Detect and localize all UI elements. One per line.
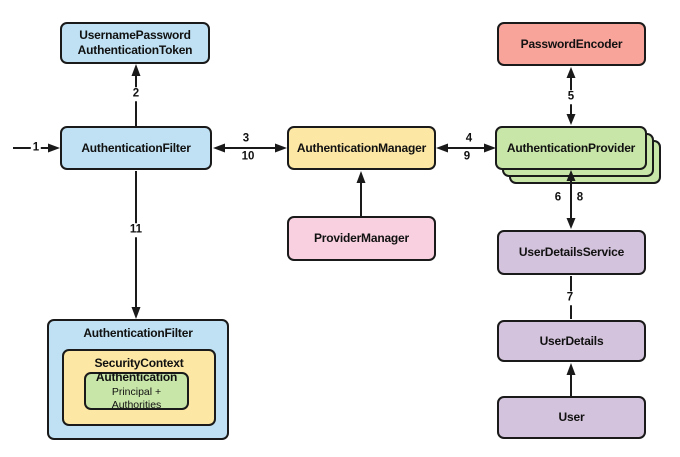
step-label-1: 1 (30, 141, 42, 155)
step-label-7: 7 (564, 291, 576, 305)
node-authentication-manager: AuthenticationManager (287, 126, 436, 170)
node-label: User (558, 410, 585, 424)
node-user: User (497, 396, 646, 439)
step-label-6: 6 (554, 191, 562, 204)
node-label: SecurityContext (94, 356, 184, 370)
node-authentication: Authentication Principal + Authorities (84, 370, 189, 411)
step-label-10: 10 (241, 150, 255, 163)
node-label: AuthenticationProvider (506, 140, 636, 155)
connector-filter-to-security-context (131, 171, 141, 319)
node-authentication-provider: AuthenticationProvider (495, 126, 647, 170)
step-label-9: 9 (463, 150, 471, 163)
node-user-details-service: UserDetailsService (497, 230, 646, 275)
node-label: PasswordEncoder (520, 36, 623, 51)
step-label-2: 2 (130, 87, 142, 101)
step-label-11: 11 (127, 223, 145, 237)
node-label: Authentication (95, 370, 178, 385)
node-provider-manager: ProviderManager (287, 216, 436, 261)
node-sublabel: Principal + Authorities (111, 386, 162, 411)
node-authentication-filter: AuthenticationFilter (60, 126, 212, 170)
node-label: UserDetails (539, 333, 604, 348)
node-label: AuthenticationManager (296, 140, 427, 155)
node-label: UsernamePassword (79, 28, 191, 42)
step-label-4: 4 (465, 132, 473, 145)
node-password-encoder: PasswordEncoder (497, 22, 646, 66)
node-label: ProviderManager (313, 231, 410, 245)
node-label: UserDetailsService (518, 245, 625, 259)
step-label-8: 8 (576, 191, 584, 204)
node-label: AuthenticationToken (77, 43, 193, 57)
step-label-5: 5 (565, 90, 577, 104)
connector-user-to-user-details (566, 363, 576, 396)
node-user-details: UserDetails (497, 320, 646, 362)
node-label: AuthenticationFilter (81, 140, 191, 155)
node-username-password-authentication-token: UsernamePassword AuthenticationToken (60, 22, 210, 64)
step-label-3: 3 (242, 132, 250, 145)
node-label: AuthenticationFilter (83, 326, 193, 340)
connector-provider-manager-to-manager (356, 171, 366, 216)
